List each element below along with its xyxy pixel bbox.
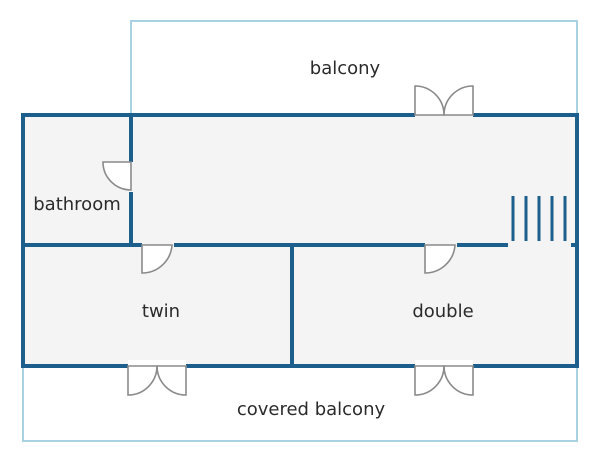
outer-wall	[21, 113, 579, 368]
stairs-icon	[511, 196, 567, 241]
double-room-label: double	[412, 301, 473, 322]
door-swing-icon	[424, 244, 456, 274]
door-swing-icon	[102, 161, 132, 191]
twin-room-label: twin	[142, 301, 180, 322]
balcony-area	[130, 20, 578, 116]
bathroom-label: bathroom	[33, 194, 121, 215]
walls	[21, 113, 579, 368]
double-door-icon	[443, 85, 474, 116]
doors	[102, 85, 474, 396]
opening-stair	[508, 239, 571, 251]
interior-floor	[23, 115, 577, 366]
double-door-icon	[443, 365, 474, 396]
covered-balcony-label: covered balcony	[237, 399, 386, 420]
balcony-label: balcony	[310, 58, 381, 79]
door-swing-icon	[141, 244, 173, 274]
covered-balcony-area	[22, 365, 578, 442]
double-door-icon	[156, 365, 187, 396]
